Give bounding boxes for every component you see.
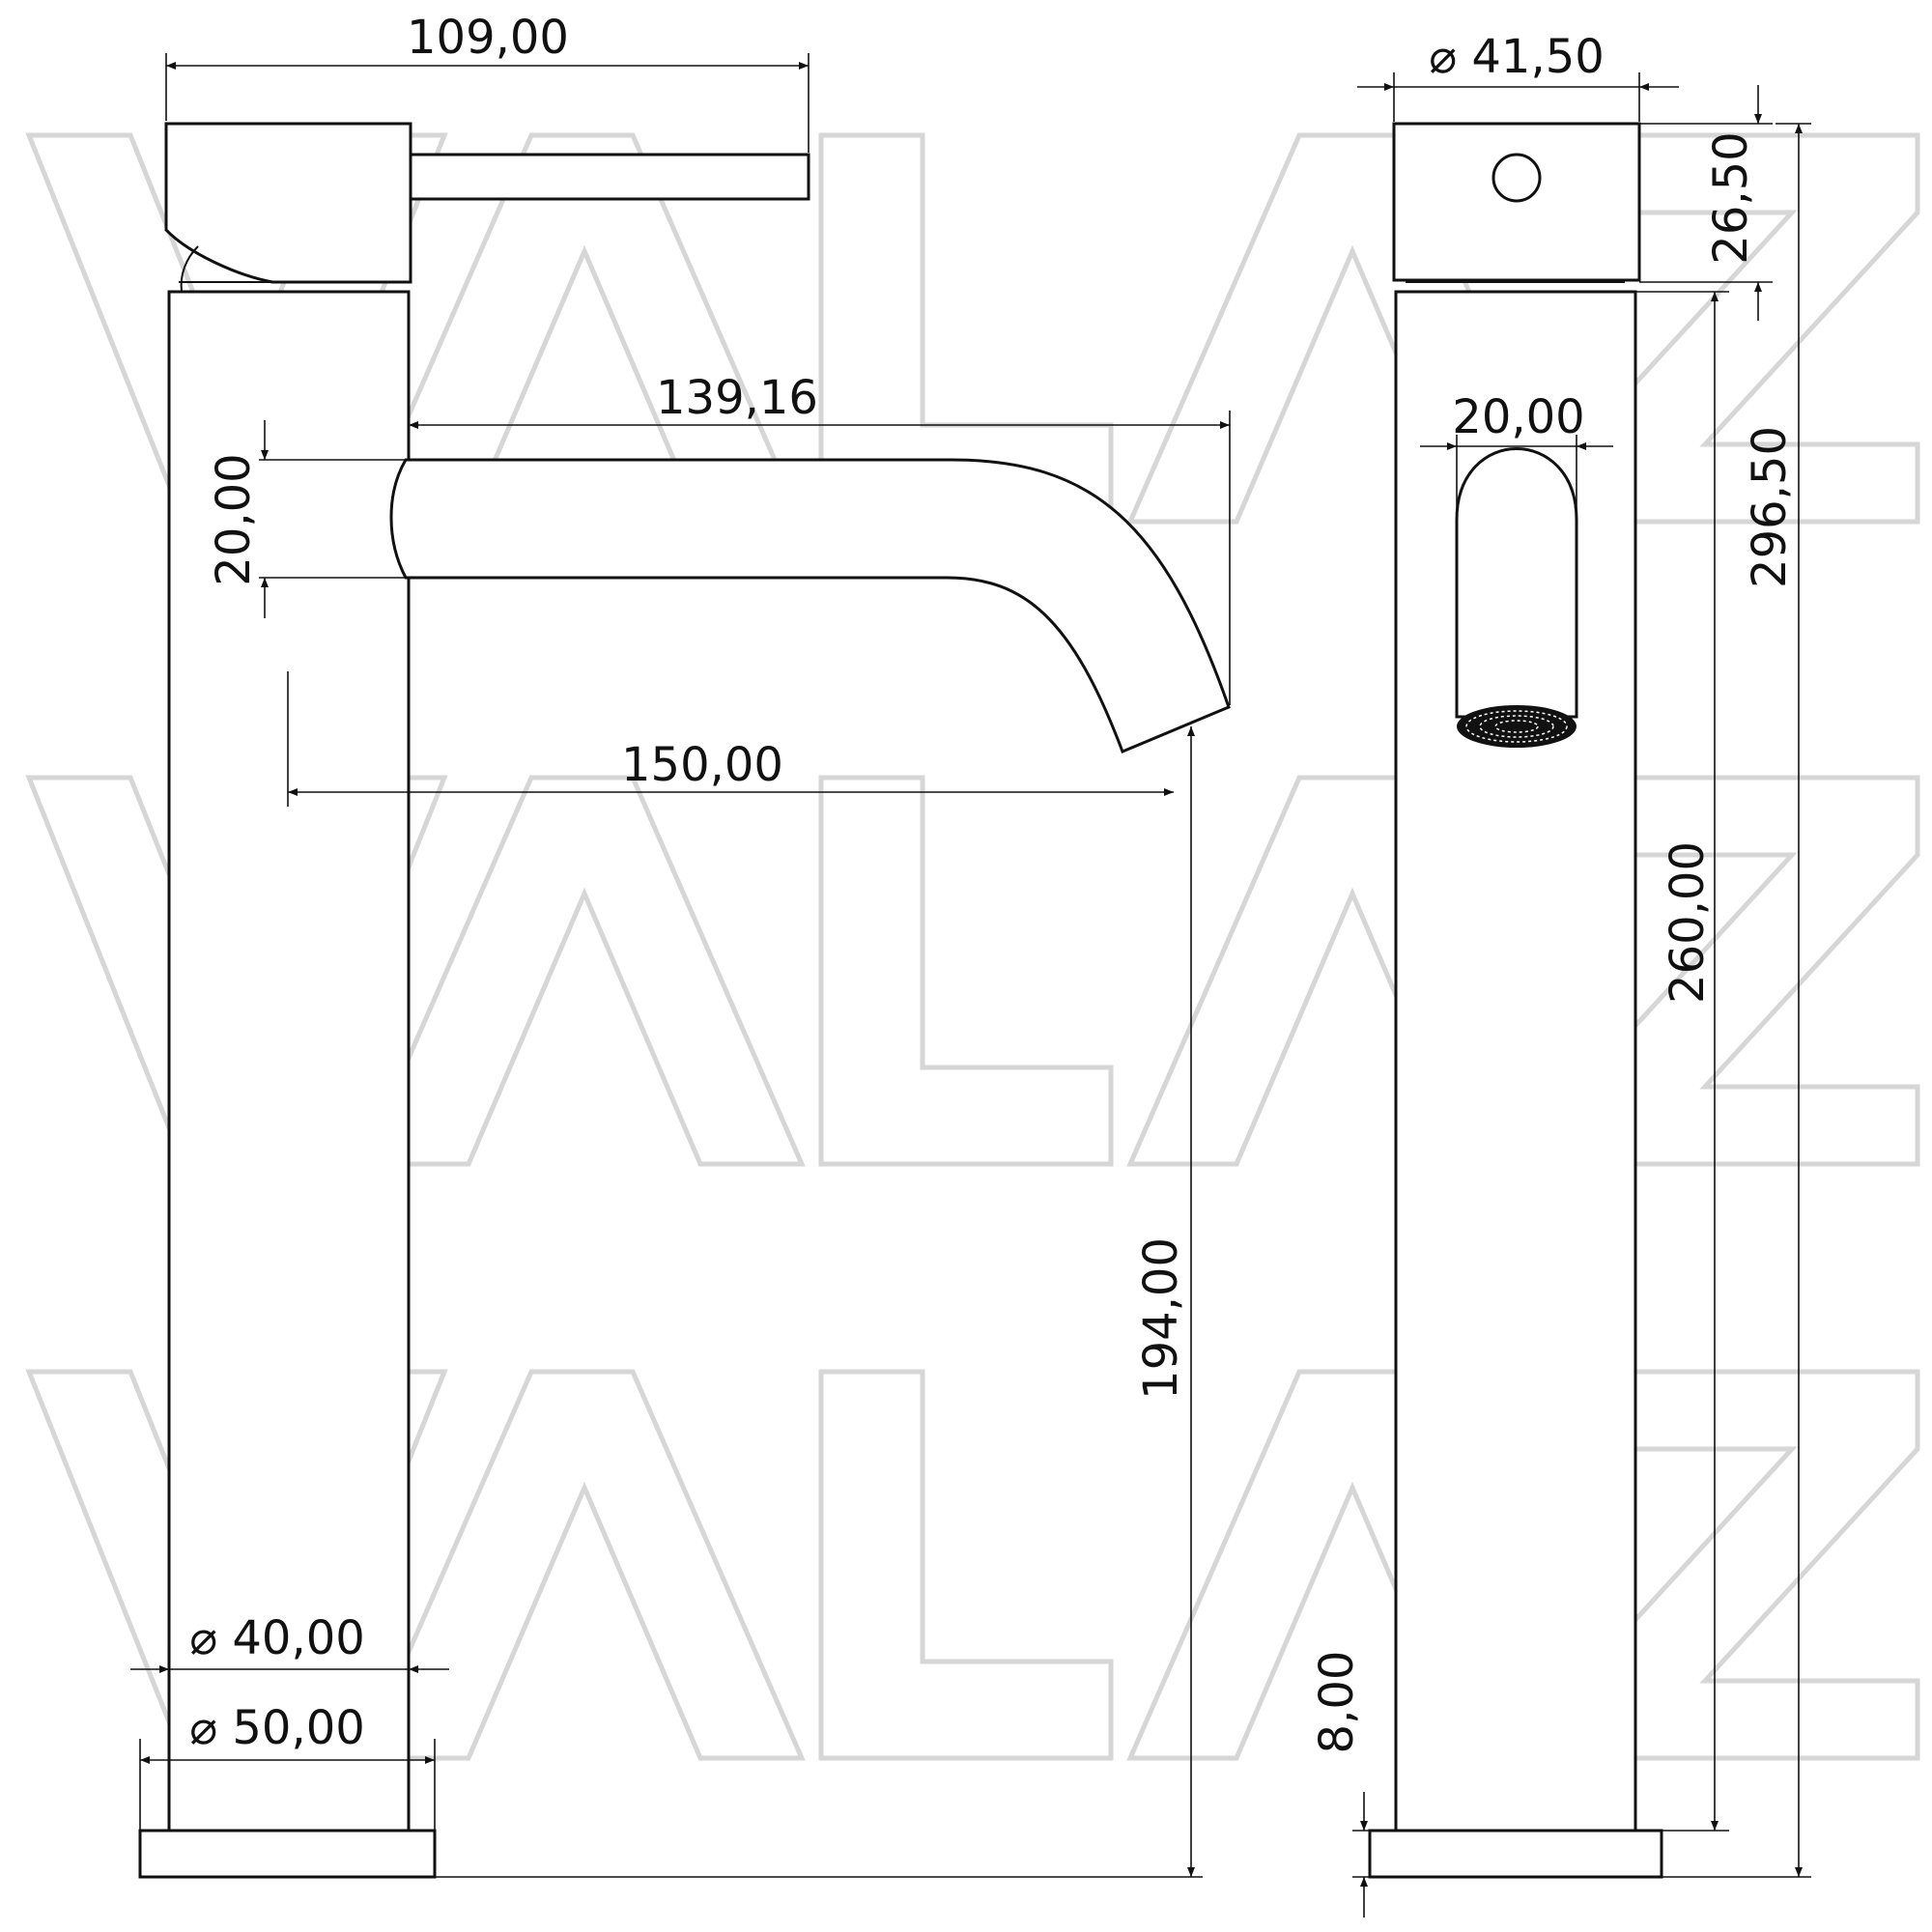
dimension-outlet-distance: 150,00 xyxy=(287,671,1174,807)
dimension-outlet-height: 194,00 xyxy=(435,726,1203,1878)
faucet-body xyxy=(167,290,411,1833)
dimension-spout-width: 20,00 xyxy=(1420,390,1613,520)
dimension-label: 260,00 xyxy=(1661,841,1715,1004)
spout xyxy=(389,458,1231,753)
dimension-label: ⌀ 40,00 xyxy=(189,1611,365,1665)
faucet-base-plate xyxy=(138,1829,437,1879)
dimension-label: 26,50 xyxy=(1704,131,1758,264)
dimension-handle-length: 109,00 xyxy=(165,11,810,153)
faucet-base-plate xyxy=(1368,1829,1663,1879)
dimension-top-diameter: ⌀ 41,50 xyxy=(1357,30,1679,122)
dimension-label: 8,00 xyxy=(1310,1651,1364,1754)
faucet-side-view: 109,00 139,16 20,00 150,00 194,00 xyxy=(130,11,1231,1879)
dimension-label: ⌀ 41,50 xyxy=(1429,30,1605,84)
handle-block xyxy=(164,122,412,284)
dimension-handle-height: 26,50 xyxy=(1639,85,1773,321)
dimension-spout-height: 20,00 xyxy=(207,420,406,618)
dimension-total-height: 296,50 xyxy=(1662,123,1811,1878)
dimension-label: 20,00 xyxy=(207,453,261,585)
dimension-label: 194,00 xyxy=(1134,1237,1188,1400)
handle-joint-curve xyxy=(180,245,199,293)
spout-front xyxy=(1455,447,1578,719)
dimension-label: ⌀ 50,00 xyxy=(189,1701,365,1755)
dimension-base-height: 8,00 xyxy=(1310,1651,1370,1918)
dimension-body-diameter: ⌀ 40,00 xyxy=(130,1611,449,1831)
dimension-body-height: 260,00 xyxy=(1635,291,1729,1832)
aerator xyxy=(1457,705,1577,748)
dimension-label: 150,00 xyxy=(621,738,783,792)
dimension-label: 20,00 xyxy=(1452,390,1584,444)
dimension-label: 109,00 xyxy=(407,11,569,65)
dimension-spout-reach: 139,16 xyxy=(409,371,1231,705)
faucet-front-view: ⌀ 41,50 26,50 20,00 296,50 xyxy=(1310,30,1811,1918)
handle-lever xyxy=(409,153,810,201)
dimension-label: 296,50 xyxy=(1743,426,1797,588)
dimension-base-diameter: ⌀ 50,00 xyxy=(139,1701,436,1831)
lever-end-circle xyxy=(1492,153,1542,203)
dimension-label: 139,16 xyxy=(656,371,818,425)
